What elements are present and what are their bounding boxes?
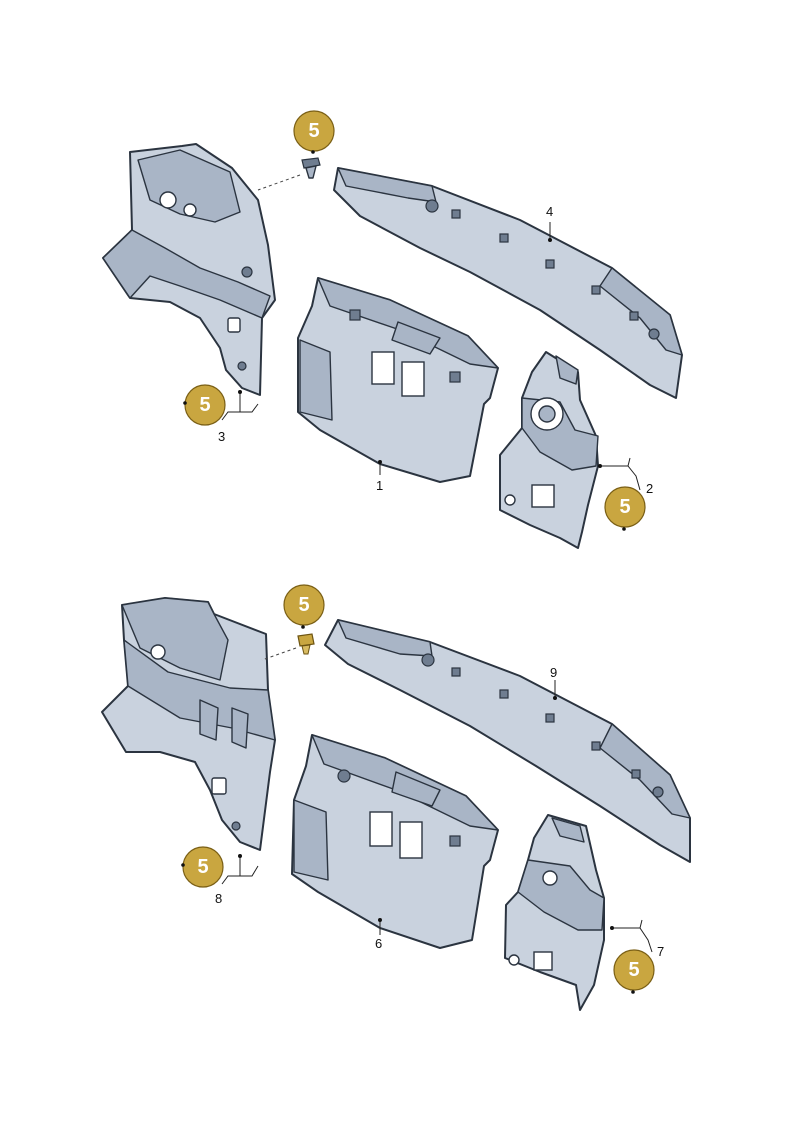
upper-screw — [301, 157, 321, 179]
badge-lower-right: 5 — [613, 949, 655, 991]
badge-upper-left: 5 — [184, 384, 226, 426]
badge-upper-right-dot — [622, 527, 626, 531]
callout-9-dot — [553, 696, 557, 700]
part-2-right-insulation — [499, 351, 599, 549]
callout-6-label: 6 — [375, 936, 382, 951]
part-1-center-panel — [297, 277, 499, 483]
part-3-left-insulation — [102, 143, 276, 396]
part-8-left-insulation — [101, 597, 276, 851]
part-7-right-insulation — [504, 814, 605, 1011]
badge-lower-screw: 5 — [283, 584, 325, 626]
upper-screw-leader — [257, 174, 301, 191]
badge-upper-screw-dot — [311, 150, 315, 154]
callout-4-dot — [548, 238, 552, 242]
callout-8-line — [221, 856, 259, 885]
callout-8-dot — [238, 854, 242, 858]
badge-lower-screw-dot — [301, 625, 305, 629]
svg-text:5: 5 — [308, 120, 319, 142]
callout-3-label: 3 — [218, 429, 225, 444]
callout-7-line — [612, 919, 653, 953]
badge-upper-right: 5 — [604, 486, 646, 528]
callout-8-label: 8 — [215, 891, 222, 906]
part-4-cross-member — [333, 167, 683, 399]
badge-upper-screw: 5 — [293, 110, 335, 152]
lower-screw-leader — [261, 647, 297, 661]
badge-lower-right-dot — [631, 990, 635, 994]
callout-1-label: 1 — [376, 478, 383, 493]
badge-lower-left: 5 — [182, 846, 224, 888]
svg-text:5: 5 — [199, 394, 210, 416]
callout-7-dot — [610, 926, 614, 930]
svg-text:5: 5 — [298, 594, 309, 616]
callout-1-dot — [378, 460, 382, 464]
lower-assembly: 8 9 6 7 5 5 5 — [101, 584, 691, 1011]
callout-9-label: 9 — [550, 665, 557, 680]
badge-lower-left-dot — [181, 863, 185, 867]
badge-upper-left-dot — [183, 401, 187, 405]
callout-2-line — [600, 457, 641, 491]
callout-2-dot — [598, 464, 602, 468]
callout-3-line — [221, 392, 259, 421]
callout-6-dot — [378, 918, 382, 922]
part-6-center-panel — [291, 734, 499, 949]
lower-screw — [297, 633, 315, 655]
svg-text:5: 5 — [628, 959, 639, 981]
svg-text:5: 5 — [197, 856, 208, 878]
part-9-cross-member — [324, 619, 691, 863]
callout-2-label: 2 — [646, 481, 653, 496]
callout-3-dot — [238, 390, 242, 394]
callout-7-label: 7 — [657, 944, 664, 959]
svg-text:5: 5 — [619, 496, 630, 518]
callout-4-label: 4 — [546, 204, 553, 219]
upper-assembly: 3 4 1 2 5 5 5 — [102, 110, 683, 549]
